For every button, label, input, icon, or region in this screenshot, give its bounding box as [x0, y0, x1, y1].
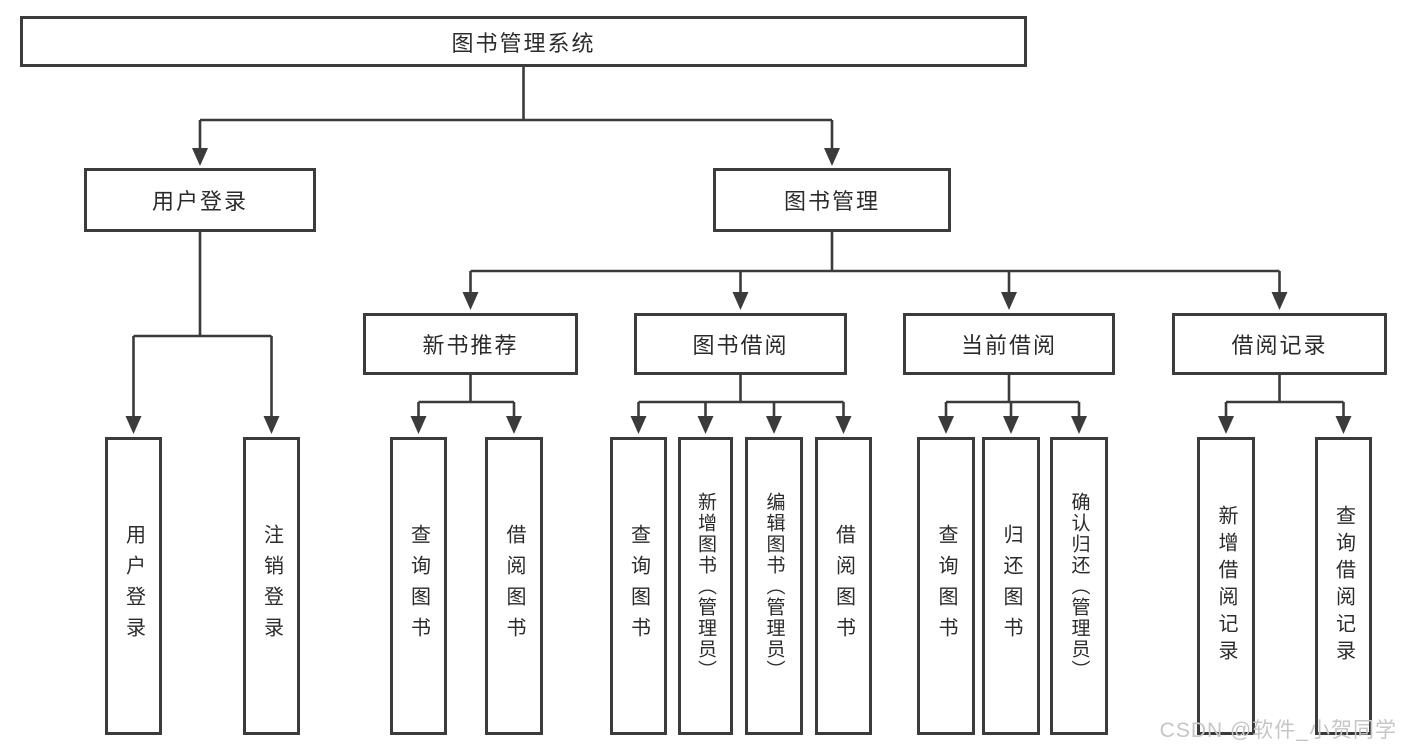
node-book-borrowing: 图书借阅: [634, 313, 847, 375]
leaf-borrow-books: 借阅图书: [815, 437, 872, 735]
leaf-return-books: 归还图书: [982, 437, 1040, 735]
node-borrowing-records: 借阅记录: [1172, 313, 1387, 375]
leaf-query-books-borrowing: 查询图书: [610, 437, 667, 735]
node-user-login: 用户登录: [84, 168, 316, 232]
leaf-query-books-current: 查询图书: [917, 437, 975, 735]
leaf-add-borrow-record: 新增借阅记录: [1197, 437, 1255, 735]
node-new-book-recommendation: 新书推荐: [363, 313, 578, 375]
leaf-edit-books-admin: 编辑图书（管理员）: [745, 437, 803, 735]
leaf-query-books-recommend: 查询图书: [390, 437, 447, 735]
node-book-management: 图书管理: [713, 168, 951, 232]
leaf-query-borrow-record: 查询借阅记录: [1315, 437, 1372, 735]
node-library-management-system: 图书管理系统: [20, 16, 1027, 67]
leaf-confirm-return-admin: 确认归还（管理员）: [1050, 437, 1108, 735]
leaf-logout: 注销登录: [243, 437, 300, 735]
leaf-add-books-admin: 新增图书（管理员）: [678, 437, 733, 735]
node-current-borrowing: 当前借阅: [903, 313, 1115, 375]
watermark: CSDN @软件_小贺同学: [1159, 719, 1397, 742]
leaf-user-login: 用户登录: [105, 437, 162, 735]
leaf-borrow-books-recommend: 借阅图书: [485, 437, 543, 735]
